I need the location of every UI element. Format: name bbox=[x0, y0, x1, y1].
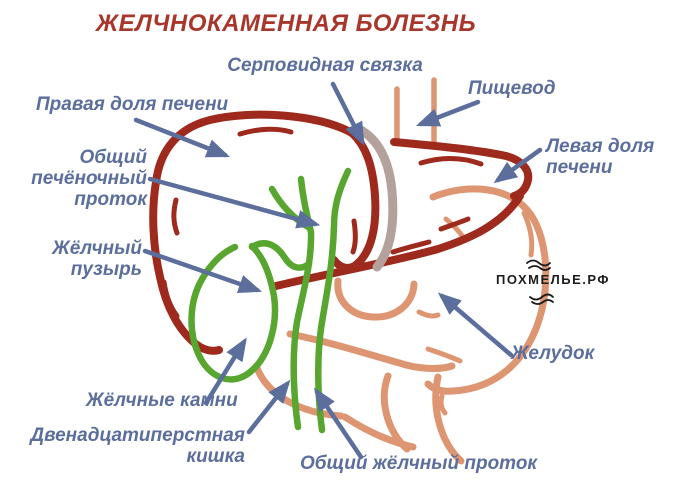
diagram-title: ЖЕЛЧНОКАМЕННАЯ БОЛЕЗНЬ bbox=[95, 10, 477, 37]
common-bile-duct-arrow-icon bbox=[313, 387, 364, 460]
esophagus-shape bbox=[394, 77, 437, 145]
label-common-bile-duct: Общий жёлчный проток bbox=[300, 453, 538, 474]
label-common-hepatic-duct: Общий печёночный проток bbox=[31, 147, 147, 210]
duodenum-shape bbox=[253, 277, 465, 465]
watermark-text: ПОХМЕЛЬЕ.РФ bbox=[496, 272, 610, 287]
label-gallstones: Жёлчные камни bbox=[86, 390, 238, 411]
stomach-arrow-icon bbox=[437, 292, 514, 358]
esophagus-arrow-icon bbox=[415, 99, 481, 127]
stomach-shape bbox=[424, 185, 550, 416]
label-falciform-ligament: Серповидная связка bbox=[227, 55, 423, 76]
callout-arrows bbox=[133, 81, 543, 460]
label-gallbladder: Жёлчный пузырь bbox=[52, 238, 142, 280]
label-right-liver-lobe: Правая доля печени bbox=[36, 94, 229, 115]
label-esophagus: Пищевод bbox=[468, 78, 556, 99]
left-lobe-arrow-icon bbox=[493, 147, 543, 184]
label-left-liver-lobe: Левая доля печени bbox=[546, 136, 655, 178]
hepatic-duct-arrow-icon bbox=[147, 176, 321, 229]
gallstones-arrow-icon bbox=[203, 337, 247, 406]
watermark-squiggle-icon bbox=[526, 259, 554, 305]
label-stomach: Желудок bbox=[511, 343, 595, 364]
gallbladder-arrow-icon bbox=[142, 248, 263, 294]
right-lobe-arrow-icon bbox=[133, 117, 231, 158]
falciform-arrow-icon bbox=[330, 81, 365, 146]
duodenum-arrow-icon bbox=[246, 379, 291, 435]
falciform-ligament-shape bbox=[354, 124, 398, 272]
label-duodenum: Двенадцатиперстная кишка bbox=[30, 425, 245, 467]
